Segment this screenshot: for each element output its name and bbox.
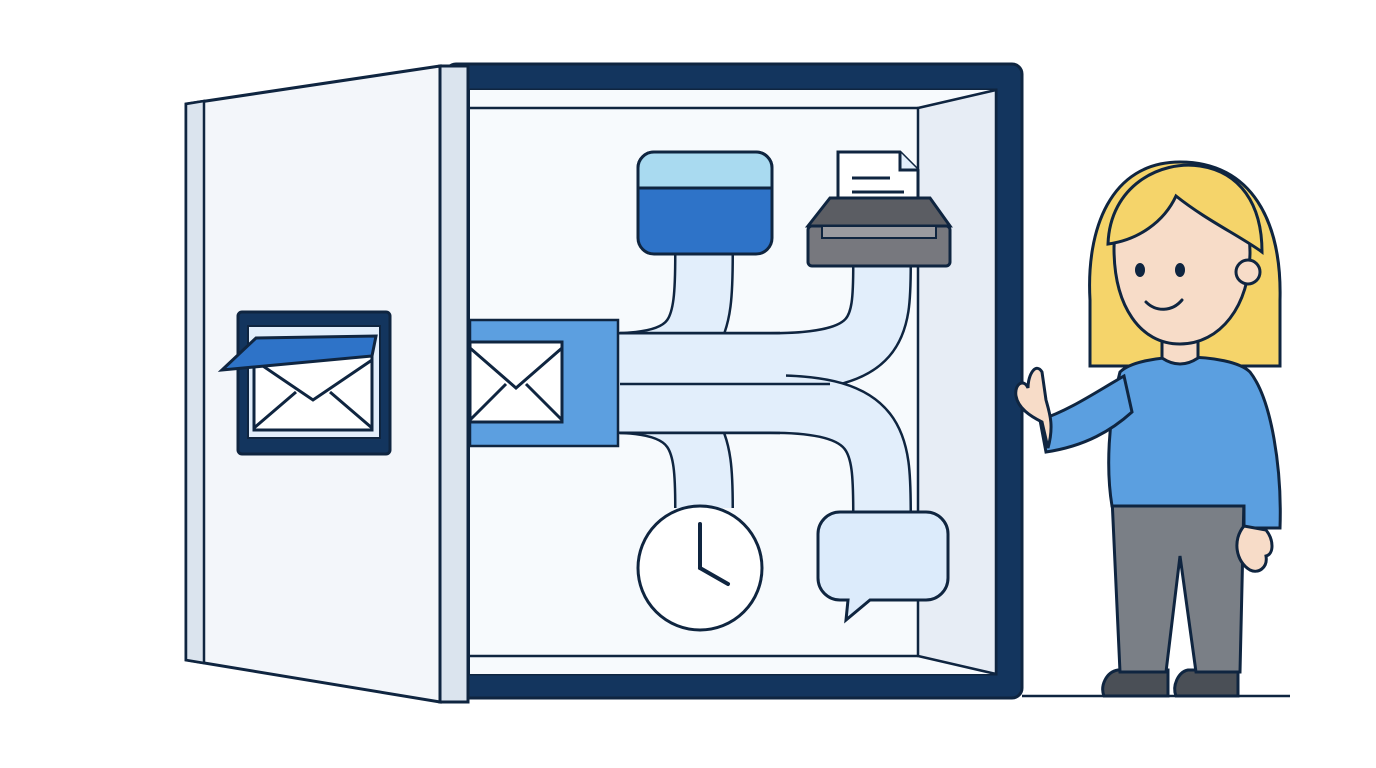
right-hand <box>1235 524 1274 573</box>
right-shoe <box>1173 668 1240 698</box>
left-hand <box>1014 366 1053 449</box>
cabinet-door <box>184 64 470 704</box>
sweater <box>1107 355 1282 530</box>
left-eye <box>1135 263 1145 277</box>
ear <box>1234 258 1262 286</box>
clock-icon <box>636 504 764 632</box>
door-left-edge <box>184 99 206 665</box>
pipe-chat <box>610 376 910 515</box>
smile <box>1144 298 1184 311</box>
pants <box>1110 496 1246 674</box>
hair-fringe <box>1106 163 1264 255</box>
envelope-icon <box>468 340 564 424</box>
right-eye <box>1175 263 1185 277</box>
mail-slot-flap <box>217 334 378 372</box>
person-figure <box>1014 160 1282 698</box>
left-shoe <box>1101 668 1170 698</box>
door-hinge-edge <box>438 64 470 704</box>
mail-slot <box>217 310 392 456</box>
central-hub <box>468 318 620 448</box>
pipe-tray <box>610 263 910 390</box>
chat-bubble-icon <box>816 510 950 624</box>
tray-icon <box>804 196 953 268</box>
inbox-tray-document-icon <box>804 150 953 268</box>
left-arm <box>1038 373 1134 454</box>
card-icon <box>636 150 774 256</box>
routing-pipes <box>606 253 912 515</box>
